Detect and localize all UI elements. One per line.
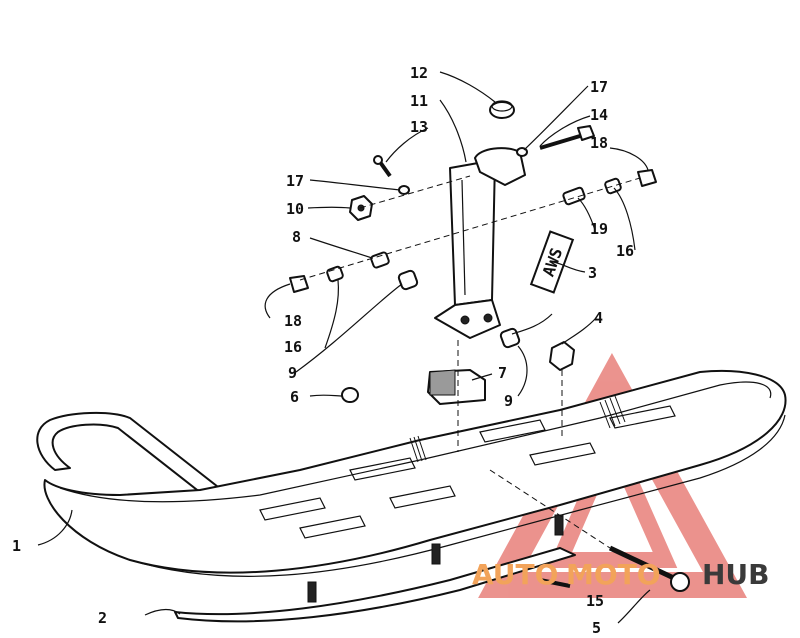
bolt-15 [539, 578, 571, 588]
spacer-9-right [499, 327, 521, 349]
washer-17-left [398, 185, 410, 195]
spacer-9-left [397, 269, 419, 291]
bolt-13 [373, 155, 392, 178]
watermark-text: AUTO MOTO HUB [472, 558, 770, 591]
callout-labels: 1 2 3 4 5 6 7 8 9 9 10 11 12 13 14 15 16… [12, 64, 634, 637]
nut-4 [549, 341, 575, 371]
callout-19: 19 [590, 220, 608, 238]
bolt-18-right [637, 169, 657, 187]
callout-2: 2 [98, 609, 107, 627]
spindle-assembly [434, 147, 526, 339]
callout-11: 11 [410, 92, 428, 110]
callout-7: 7 [498, 364, 507, 382]
wear-bar [174, 514, 576, 623]
callout-12: 12 [410, 64, 428, 82]
cap-12 [489, 100, 515, 119]
assembly-axes [299, 175, 641, 549]
callout-5: 5 [592, 619, 601, 637]
ski-hatching [409, 395, 626, 463]
spacer-8 [370, 251, 390, 269]
leader-lines [37, 71, 651, 624]
callout-6: 6 [290, 388, 299, 406]
callout-1: 1 [12, 537, 21, 555]
callout-9a: 9 [288, 364, 297, 382]
nut-6 [341, 387, 359, 403]
bolt-18-left [289, 275, 309, 293]
callout-9b: 9 [504, 392, 513, 410]
callout-13: 13 [410, 118, 428, 136]
bolt-14 [539, 125, 595, 150]
ski-rib-slots [259, 405, 676, 539]
callout-18a: 18 [284, 312, 302, 330]
callout-17b: 17 [590, 78, 608, 96]
callout-16a: 16 [284, 338, 302, 356]
callout-4: 4 [594, 309, 603, 327]
bolt-5 [608, 545, 690, 592]
callout-8: 8 [292, 228, 301, 246]
callout-17a: 17 [286, 172, 304, 190]
callout-14: 14 [590, 106, 608, 124]
callout-10: 10 [286, 200, 304, 218]
callout-3: 3 [588, 264, 597, 282]
callout-18b: 18 [590, 134, 608, 152]
bushing-16-left [326, 265, 344, 283]
callout-15: 15 [586, 592, 604, 610]
callout-16b: 16 [616, 242, 634, 260]
bushing-16-right [604, 177, 622, 195]
watermark-hub: HUB [702, 558, 770, 591]
watermark-auto: AUTO [472, 558, 558, 591]
watermark-moto: MOTO [566, 558, 661, 591]
ski-body [36, 369, 787, 577]
saddle-block [427, 369, 486, 405]
